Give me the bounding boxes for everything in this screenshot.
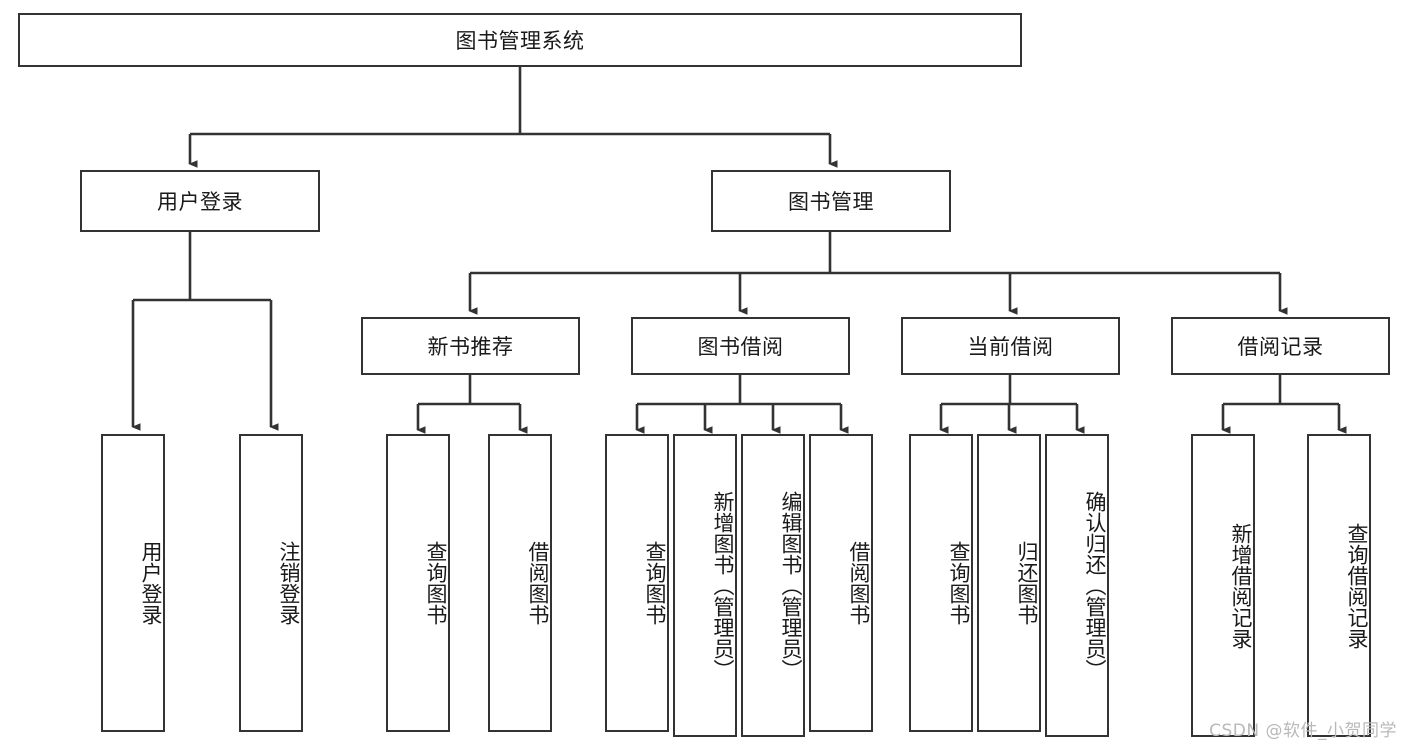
node-new-book-recommend-label: 新书推荐 — [427, 335, 514, 359]
node-leaf-query-book-1[interactable]: 查询图书 — [386, 434, 450, 732]
node-book-borrow-label: 图书借阅 — [697, 335, 784, 359]
node-borrow-record[interactable]: 借阅记录 — [1171, 317, 1390, 375]
node-leaf-query-book-3-label: 查询图书 — [947, 541, 971, 625]
node-leaf-user-login-label: 用户登录 — [139, 541, 163, 625]
node-root-label: 图书管理系统 — [455, 29, 585, 53]
node-leaf-borrow-book-2-label: 借阅图书 — [847, 541, 871, 625]
node-leaf-add-book[interactable]: 新增图书（管理员） — [673, 434, 737, 737]
node-leaf-add-record-label: 新增借阅记录 — [1229, 522, 1253, 649]
node-leaf-edit-book[interactable]: 编辑图书（管理员） — [741, 434, 805, 737]
node-leaf-query-book-2-label: 查询图书 — [643, 541, 667, 625]
node-leaf-borrow-book-2[interactable]: 借阅图书 — [809, 434, 873, 732]
node-leaf-query-record[interactable]: 查询借阅记录 — [1307, 434, 1371, 737]
node-leaf-edit-book-label: 编辑图书（管理员） — [779, 491, 803, 680]
node-leaf-query-record-label: 查询借阅记录 — [1345, 522, 1369, 649]
node-leaf-user-login[interactable]: 用户登录 — [101, 434, 165, 732]
node-leaf-query-book-2[interactable]: 查询图书 — [605, 434, 669, 732]
node-leaf-query-book-1-label: 查询图书 — [424, 541, 448, 625]
node-book-management[interactable]: 图书管理 — [711, 170, 951, 232]
node-root[interactable]: 图书管理系统 — [18, 13, 1022, 67]
node-leaf-return-book[interactable]: 归还图书 — [977, 434, 1041, 732]
node-leaf-borrow-book-1[interactable]: 借阅图书 — [488, 434, 552, 732]
node-leaf-user-logout-label: 注销登录 — [277, 541, 301, 625]
node-leaf-borrow-book-1-label: 借阅图书 — [526, 541, 550, 625]
node-leaf-add-book-label: 新增图书（管理员） — [711, 491, 735, 680]
node-book-borrow[interactable]: 图书借阅 — [631, 317, 850, 375]
node-book-management-label: 图书管理 — [788, 190, 874, 214]
node-leaf-add-record[interactable]: 新增借阅记录 — [1191, 434, 1255, 737]
node-leaf-confirm-return-label: 确认归还（管理员） — [1083, 491, 1107, 680]
node-user-login[interactable]: 用户登录 — [80, 170, 320, 232]
node-leaf-return-book-label: 归还图书 — [1015, 541, 1039, 625]
node-current-borrow[interactable]: 当前借阅 — [901, 317, 1120, 375]
node-new-book-recommend[interactable]: 新书推荐 — [361, 317, 580, 375]
node-borrow-record-label: 借阅记录 — [1237, 335, 1324, 359]
node-current-borrow-label: 当前借阅 — [967, 335, 1054, 359]
node-user-login-label: 用户登录 — [157, 190, 243, 214]
node-leaf-query-book-3[interactable]: 查询图书 — [909, 434, 973, 732]
csdn-watermark: CSDN @软件_小贺同学 — [1209, 721, 1397, 741]
node-leaf-user-logout[interactable]: 注销登录 — [239, 434, 303, 732]
node-leaf-confirm-return[interactable]: 确认归还（管理员） — [1045, 434, 1109, 737]
